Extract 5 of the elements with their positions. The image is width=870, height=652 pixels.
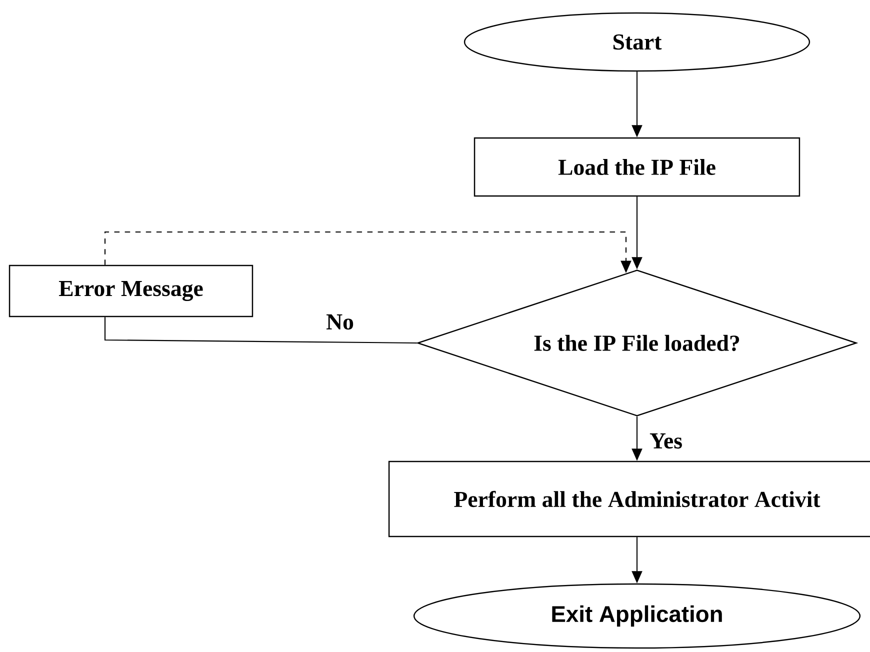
edge-label: Yes <box>648 432 684 450</box>
edge-label: No <box>324 312 356 332</box>
process-box: Perform all the Administrator Activit <box>388 460 870 538</box>
process-box: Load the IP File <box>474 137 800 197</box>
process-box: Error Message <box>8 264 254 318</box>
